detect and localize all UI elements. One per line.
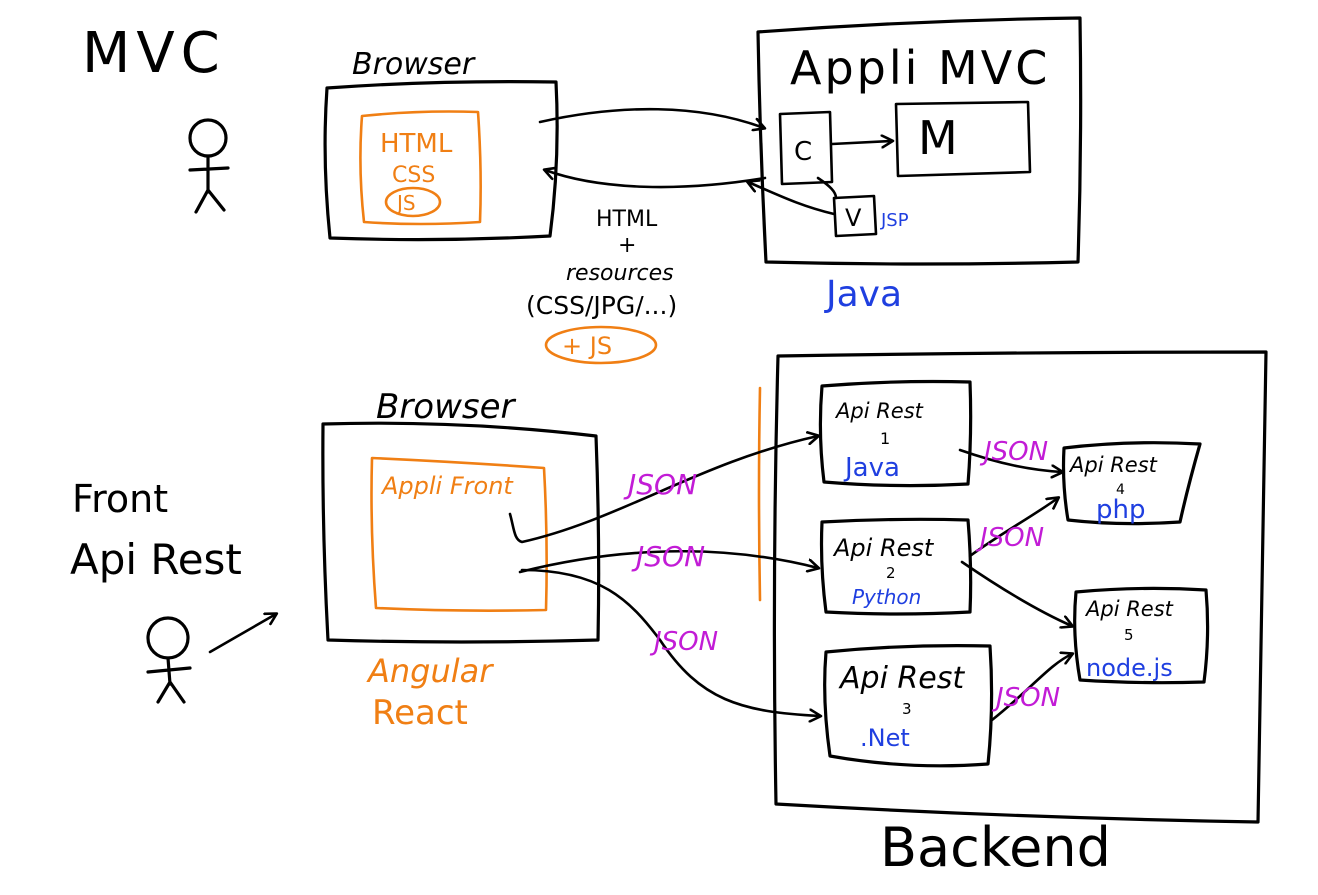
api-rest-3-name: Api Rest	[838, 661, 965, 696]
mvc-language-label: Java	[824, 274, 902, 315]
mvc-browser-box	[323, 80, 559, 242]
api-rest-4-box	[1061, 441, 1202, 526]
api-rest-5-name: Api Rest	[1084, 597, 1174, 621]
json-label-5: JSON	[975, 523, 1044, 553]
rest-title-line2: Api Rest	[70, 535, 242, 584]
api-rest-3-language: .Net	[860, 724, 910, 752]
front-to-api1-arrow	[508, 436, 818, 544]
json-label-3: JSON	[649, 627, 718, 657]
rest-user-arrow	[208, 614, 276, 654]
api-rest-2-box	[819, 517, 973, 616]
mvc-controller-box	[778, 110, 834, 186]
mvc-view-label: V	[845, 204, 862, 232]
mvc-view-tech: JSP	[880, 210, 909, 231]
mvc-response-line3: resources	[566, 261, 674, 286]
rest-browser-label: Browser	[376, 387, 517, 427]
rest-frameworks-line1: Angular	[366, 652, 494, 690]
json-label-6: JSON	[991, 683, 1060, 713]
api2-to-api5-arrow	[960, 560, 1072, 626]
backend-box	[772, 350, 1268, 824]
mvc-html-label: HTML	[380, 129, 453, 159]
mvc-v-return-arrow	[748, 182, 836, 216]
json-label-1: JSON	[623, 468, 697, 501]
api-rest-4-number: 4	[1116, 482, 1125, 498]
mvc-js-circle	[384, 186, 442, 218]
api-rest-5-language: node.js	[1086, 654, 1173, 682]
mvc-request-arrow	[538, 107, 764, 128]
mvc-js-label: JS	[395, 191, 416, 215]
rest-front-app-label: Appli Front	[380, 472, 514, 500]
api-rest-1-language: Java	[843, 453, 900, 483]
mvc-extra-js-label: + JS	[562, 332, 612, 360]
rest-browser-box	[321, 421, 601, 644]
user-figure-icon	[188, 118, 230, 214]
mvc-extra-js-circle	[544, 325, 658, 365]
api-rest-5-number: 5	[1124, 626, 1134, 644]
rest-front-app-box	[370, 456, 548, 612]
mvc-page-box	[359, 110, 482, 226]
api3-to-api5-arrow	[990, 654, 1072, 722]
front-to-api3-arrow	[520, 568, 820, 716]
mvc-app-box	[756, 16, 1083, 266]
rest-section: Front Api Rest Browser Appli Front Angul…	[70, 350, 1268, 879]
json-label-4: JSON	[979, 437, 1048, 467]
mvc-controller-label: C	[794, 137, 812, 167]
mvc-response-arrow	[545, 170, 767, 189]
user-figure-icon	[146, 616, 192, 704]
mvc-section: MVC Browser HTML CSS JS HTML + resources…	[82, 16, 1083, 365]
mvc-model-label: M	[918, 111, 958, 165]
api-rest-2-name: Api Rest	[832, 534, 935, 562]
api2-to-api4-arrow	[968, 498, 1058, 558]
mvc-view-box	[832, 194, 878, 238]
backend-label: Backend	[880, 816, 1111, 879]
front-to-api2-arrow	[518, 549, 818, 574]
api-rest-2-language: Python	[852, 585, 921, 609]
api-rest-1-number: 1	[880, 429, 890, 448]
mvc-response-line1: HTML	[596, 207, 658, 232]
mvc-css-label: CSS	[392, 163, 435, 188]
mvc-c-to-m-arrow	[830, 141, 892, 144]
backend-entry-line	[757, 386, 762, 602]
api-rest-5-box	[1073, 586, 1210, 685]
api-rest-4-language: php	[1096, 495, 1146, 525]
rest-frameworks-line2: React	[372, 693, 468, 733]
mvc-title: MVC	[82, 21, 226, 86]
api-rest-2-number: 2	[886, 564, 896, 582]
api-rest-4-name: Api Rest	[1068, 453, 1158, 477]
api-rest-3-box	[823, 644, 994, 768]
json-label-2: JSON	[631, 540, 705, 573]
mvc-response-line4: (CSS/JPG/...)	[526, 291, 677, 320]
api-rest-1-box	[818, 379, 973, 488]
mvc-model-box	[894, 100, 1032, 178]
mvc-app-title: Appli MVC	[790, 41, 1050, 95]
mvc-response-line2: +	[618, 233, 636, 258]
api-rest-3-number: 3	[902, 700, 912, 718]
mvc-c-to-v-line	[816, 176, 838, 200]
api1-to-api4-arrow	[958, 448, 1062, 472]
mvc-browser-label: Browser	[352, 47, 476, 82]
api-rest-1-name: Api Rest	[834, 399, 924, 423]
rest-title-line1: Front	[72, 477, 168, 521]
